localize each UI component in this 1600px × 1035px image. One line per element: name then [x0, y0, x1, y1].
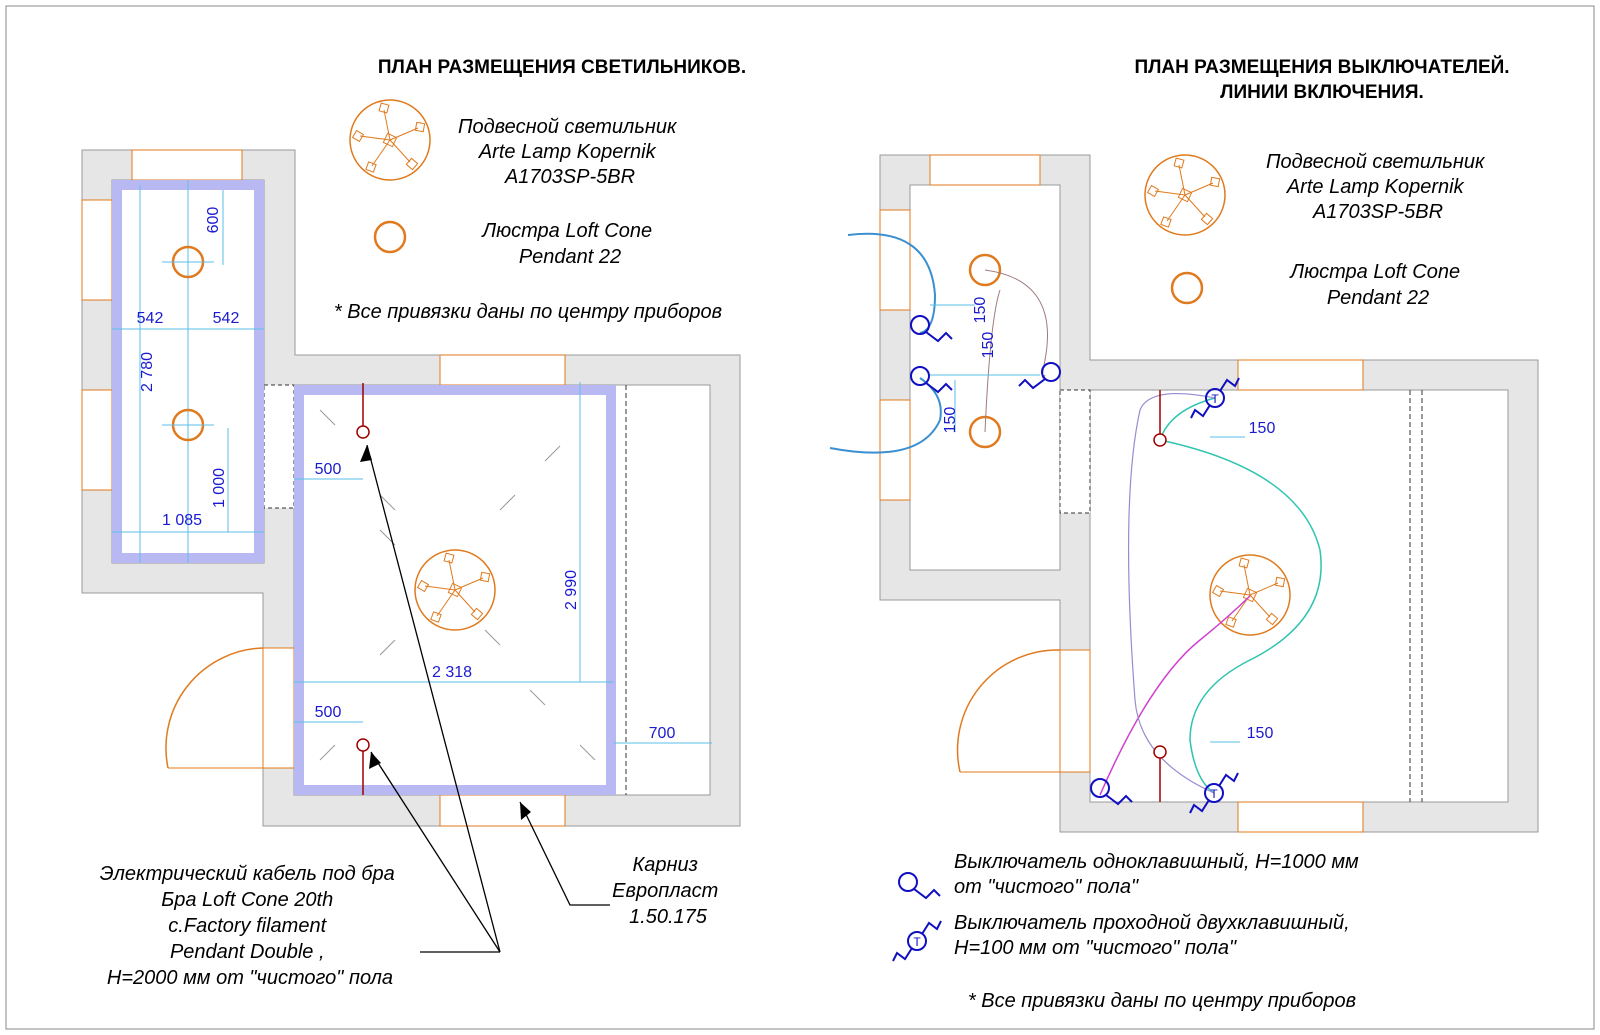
- sconce-outlet-bottom: [356, 738, 370, 752]
- dim-1000: 1 000: [211, 468, 228, 508]
- dim-2780: 2 780: [139, 352, 156, 392]
- single-switch-legend: Выключатель одноклавишный, H=1000 мм от …: [954, 851, 1364, 898]
- wire-brown-2: [984, 289, 1001, 433]
- right-pendant-legend: Подвесной светильник Arte Lamp Kopernik …: [1266, 151, 1490, 223]
- dim-2990: 2 990: [563, 570, 580, 610]
- dim-1085: 1 085: [162, 512, 202, 529]
- window: [131, 149, 243, 181]
- left-note: * Все привязки даны по центру приборов: [334, 301, 722, 323]
- cable-callout: Электрический кабель под бра Бра Loft Co…: [100, 863, 401, 989]
- light-rays: [319, 409, 596, 761]
- right-plan-title-line2: ЛИНИИ ВКЛЮЧЕНИЯ.: [1220, 82, 1424, 103]
- doorway: [263, 384, 295, 509]
- chandelier-legend-icon: [1170, 271, 1204, 305]
- entrance-door: [1059, 649, 1091, 773]
- double-switch-legend-icon: [892, 920, 942, 962]
- right-note: * Все привязки даны по центру приборов: [968, 990, 1356, 1012]
- leader-lines: [366, 444, 610, 953]
- dim-500-bottom: 500: [315, 704, 342, 721]
- window: [439, 794, 566, 827]
- right-chandelier-legend: Люстра Loft Cone Pendant 22: [1288, 261, 1465, 309]
- window: [879, 399, 911, 501]
- entrance-door: [262, 647, 295, 769]
- dim-2318: 2 318: [432, 664, 472, 681]
- window: [439, 354, 566, 386]
- dim-150-d: 150: [1249, 420, 1276, 437]
- left-main-room: [293, 384, 711, 796]
- right-main-room: [1089, 389, 1509, 803]
- doorway: [1059, 389, 1091, 514]
- cornice-main-room: [294, 385, 616, 795]
- sconce-outlet-bottom: [1153, 745, 1167, 759]
- wire-magenta: [1099, 595, 1251, 796]
- window: [81, 199, 113, 301]
- dim-150-c: 150: [942, 407, 959, 434]
- left-plan-title: ПЛАН РАЗМЕЩЕНИЯ СВЕТИЛЬНИКОВ.: [378, 57, 746, 78]
- window: [81, 389, 113, 491]
- dim-150-a: 150: [972, 297, 989, 324]
- left-pendant-legend: Подвесной светильник Arte Lamp Kopernik …: [458, 116, 682, 188]
- double-switch-legend: Выключатель проходной двухклавишный, H=1…: [954, 912, 1355, 959]
- single-switch-legend-icon: [898, 872, 941, 899]
- pendant-legend-icon: [1144, 154, 1226, 236]
- window: [1237, 359, 1364, 391]
- dim-500-top: 500: [315, 461, 342, 478]
- dim-150-b: 150: [980, 332, 997, 359]
- window: [929, 154, 1041, 186]
- wire-teal-2: [1159, 439, 1322, 794]
- dim-542-a: 542: [137, 310, 164, 327]
- left-plan: ПЛАН РАЗМЕЩЕНИЯ СВЕТИЛЬНИКОВ. Подвесной …: [81, 57, 746, 989]
- dim-600: 600: [205, 207, 222, 234]
- sconce-outlet-top: [356, 425, 370, 439]
- right-plan: ПЛАН РАЗМЕЩЕНИЯ ВЫКЛЮЧАТЕЛЕЙ. ЛИНИИ ВКЛЮ…: [829, 56, 1539, 1012]
- cornice-callout: Карниз Европласт 1.50.175: [612, 854, 724, 928]
- dim-542-b: 542: [213, 310, 240, 327]
- right-small-room: [909, 184, 1061, 571]
- right-plan-title-line1: ПЛАН РАЗМЕЩЕНИЯ ВЫКЛЮЧАТЕЛЕЙ.: [1134, 56, 1509, 78]
- pendant-legend-icon: [349, 99, 431, 181]
- window: [879, 209, 911, 311]
- sconce-outlet-top: [1153, 433, 1167, 447]
- window: [1237, 801, 1364, 833]
- wire-brown-1: [984, 269, 1048, 379]
- sheet-border: [5, 5, 1595, 1030]
- chandelier-legend-icon: [373, 220, 407, 254]
- wire-lavender: [1127, 393, 1216, 794]
- left-chandelier-legend: Люстра Loft Cone Pendant 22: [480, 220, 657, 268]
- dim-700: 700: [649, 725, 676, 742]
- dim-150-e: 150: [1247, 725, 1274, 742]
- wire-blue-lower: [829, 377, 942, 454]
